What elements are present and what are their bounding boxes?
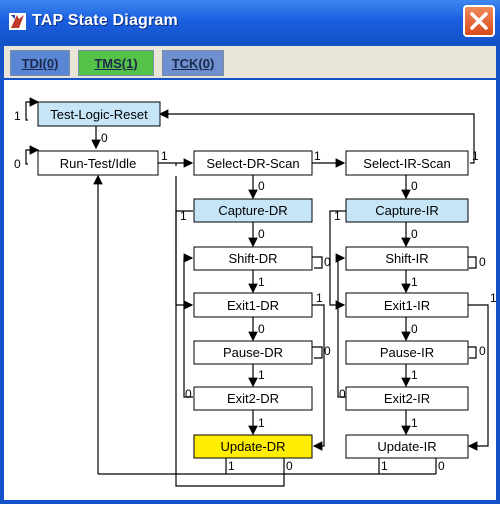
tr-e1ir-upd: 1 bbox=[490, 291, 496, 305]
state-exit2-ir[interactable] bbox=[345, 386, 469, 411]
tr-cir-e1: 1 bbox=[334, 209, 341, 223]
tr-e1dr-pause: 0 bbox=[258, 322, 265, 336]
state-exit2-dr[interactable] bbox=[193, 386, 313, 411]
tdi-button[interactable]: TDI(0) bbox=[10, 50, 70, 76]
tms-button[interactable]: TMS(1) bbox=[78, 50, 154, 76]
tr-sdr-sir: 1 bbox=[314, 149, 321, 163]
tr-sdr-cdr: 0 bbox=[258, 179, 265, 193]
diagram-canvas: Test-Logic-Reset Run-Test/Idle Select-DR… bbox=[4, 80, 497, 500]
label-select-dr-scan: Select-DR-Scan bbox=[206, 156, 299, 171]
label-shift-dr: Shift-DR bbox=[228, 251, 277, 266]
tr-tlr-rti: 0 bbox=[101, 131, 108, 145]
window-title: TAP State Diagram bbox=[32, 12, 178, 29]
app-icon bbox=[9, 13, 26, 30]
label-shift-ir: Shift-IR bbox=[385, 251, 428, 266]
tr-e2ir-upd: 1 bbox=[411, 416, 418, 430]
tr-e2dr-shift: 0 bbox=[185, 387, 192, 401]
tr-upddr-rti: 0 bbox=[286, 459, 293, 473]
transition-labels: 1 0 0 1 1 1 0 0 1 1 0 0 0 0 1 1 1 1 0 0 bbox=[14, 109, 497, 473]
label-capture-ir: Capture-IR bbox=[375, 203, 439, 218]
close-icon bbox=[470, 12, 488, 30]
title-bar[interactable]: TAP State Diagram bbox=[0, 0, 500, 46]
toolbar: TDI(0) TMS(1) TCK(0) bbox=[4, 46, 496, 78]
state-shift-dr[interactable] bbox=[193, 246, 313, 271]
tr-sir-cir: 0 bbox=[411, 179, 418, 193]
state-update-ir[interactable] bbox=[345, 434, 469, 459]
tr-tlr-self: 1 bbox=[14, 109, 21, 123]
label-test-logic-reset: Test-Logic-Reset bbox=[50, 107, 148, 122]
tr-shiftir-e1: 1 bbox=[411, 275, 418, 289]
state-boxes bbox=[37, 101, 469, 459]
label-exit2-ir: Exit2-IR bbox=[384, 391, 430, 406]
tr-shiftdr-self: 0 bbox=[324, 255, 331, 269]
state-capture-dr[interactable] bbox=[193, 198, 313, 223]
label-pause-dr: Pause-DR bbox=[223, 345, 283, 360]
tr-e2dr-upd: 1 bbox=[258, 416, 265, 430]
state-shift-ir[interactable] bbox=[345, 246, 469, 271]
transition-lines bbox=[25, 97, 489, 487]
state-pause-dr[interactable] bbox=[193, 340, 313, 365]
tr-cir-shift: 0 bbox=[411, 227, 418, 241]
tr-e1ir-pause: 0 bbox=[411, 322, 418, 336]
tr-rti-sdr: 1 bbox=[161, 149, 168, 163]
tr-pausedr-self: 0 bbox=[324, 344, 331, 358]
label-select-ir-scan: Select-IR-Scan bbox=[363, 156, 450, 171]
state-diagram: Test-Logic-Reset Run-Test/Idle Select-DR… bbox=[14, 97, 497, 487]
tr-sir-tlr: 1 bbox=[472, 149, 479, 163]
tr-e2ir-shift: 0 bbox=[339, 387, 346, 401]
state-pause-ir[interactable] bbox=[345, 340, 469, 365]
tr-rti-self: 0 bbox=[14, 157, 21, 171]
label-capture-dr: Capture-DR bbox=[218, 203, 287, 218]
tr-upddr-sdr: 1 bbox=[228, 459, 235, 473]
tck-button[interactable]: TCK(0) bbox=[162, 50, 224, 76]
tr-updir-rti: 0 bbox=[438, 459, 445, 473]
state-update-dr[interactable] bbox=[193, 434, 313, 459]
state-labels: Test-Logic-Reset Run-Test/Idle Select-DR… bbox=[50, 107, 450, 454]
tr-cdr-e1: 1 bbox=[180, 209, 187, 223]
tr-shiftdr-e1: 1 bbox=[258, 275, 265, 289]
label-update-dr: Update-DR bbox=[220, 439, 285, 454]
state-exit1-ir[interactable] bbox=[345, 292, 469, 318]
state-exit1-dr[interactable] bbox=[193, 292, 313, 318]
state-select-dr-scan[interactable] bbox=[193, 150, 313, 176]
tr-e1dr-upd: 1 bbox=[316, 291, 323, 305]
tr-cdr-shift: 0 bbox=[258, 227, 265, 241]
tr-pauseir-self: 0 bbox=[479, 344, 486, 358]
close-button[interactable] bbox=[463, 5, 495, 37]
tr-pausedr-e2: 1 bbox=[258, 368, 265, 382]
tr-updir-sdr: 1 bbox=[381, 459, 388, 473]
tr-pauseir-e2: 1 bbox=[411, 368, 418, 382]
label-run-test-idle: Run-Test/Idle bbox=[60, 156, 137, 171]
label-exit1-ir: Exit1-IR bbox=[384, 298, 430, 313]
label-exit2-dr: Exit2-DR bbox=[227, 391, 279, 406]
state-test-logic-reset[interactable] bbox=[37, 101, 161, 127]
label-pause-ir: Pause-IR bbox=[380, 345, 434, 360]
label-update-ir: Update-IR bbox=[377, 439, 436, 454]
label-exit1-dr: Exit1-DR bbox=[227, 298, 279, 313]
state-select-ir-scan[interactable] bbox=[345, 150, 469, 176]
state-capture-ir[interactable] bbox=[345, 198, 469, 223]
tr-shiftir-self: 0 bbox=[479, 255, 486, 269]
state-run-test-idle[interactable] bbox=[37, 150, 159, 176]
